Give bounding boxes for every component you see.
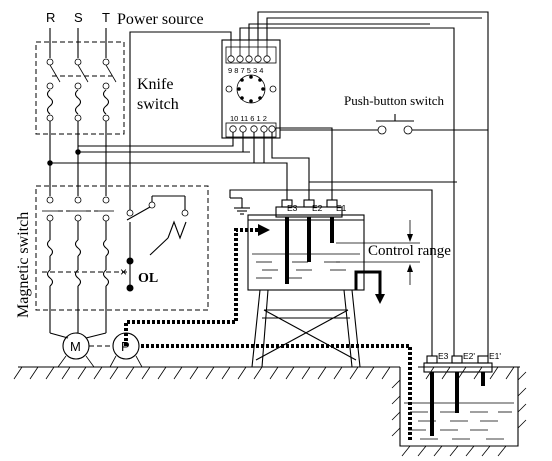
pit-e3-label: E3 <box>438 351 449 361</box>
push-button-switch[interactable]: Push-button switch <box>344 93 445 135</box>
ol-contact-top <box>126 257 134 265</box>
underground-pit <box>391 367 527 457</box>
motor-pump-unit: M P <box>57 332 143 368</box>
pump-label: P <box>121 339 130 354</box>
power-feeder: R S T Power source <box>46 10 204 58</box>
ground-surface <box>13 366 520 380</box>
phase-r-label: R <box>46 10 55 25</box>
control-wiring <box>78 11 489 356</box>
phase-t-label: T <box>102 10 110 25</box>
inlet-arrow-icon <box>258 224 270 236</box>
power-source-label: Power source <box>117 11 204 28</box>
relay-bottom-terminal-numbers: 10 11 6 1 2 <box>230 114 267 123</box>
push-button-label: Push-button switch <box>344 93 445 108</box>
water-pipes <box>124 224 412 440</box>
ol-cross-icon: × <box>120 265 127 279</box>
tank-e1-label: E1 <box>336 203 347 213</box>
ol-contact-bottom <box>126 284 134 292</box>
pit-electrodes <box>423 355 493 436</box>
ground-symbol-icon <box>230 197 250 215</box>
motor-label: M <box>70 339 81 354</box>
tank-water <box>252 253 360 279</box>
discharge-pipe <box>124 228 262 346</box>
relay-body <box>221 39 281 139</box>
feeder-wires <box>47 121 264 196</box>
control-range-label: Control range <box>368 243 451 259</box>
magnetic-switch-label: Magnetic switch <box>15 212 32 318</box>
suction-pipe <box>141 344 412 440</box>
elevated-tank <box>247 199 385 304</box>
phase-s-label: S <box>74 10 83 25</box>
relay-top-terminal-numbers: 9 8 7 5 3 4 <box>228 66 263 75</box>
level-relay: 9 8 7 5 3 4 10 11 6 1 2 <box>221 39 281 139</box>
pit-e1-label: E1' <box>489 351 501 361</box>
tank-e2-label: E2 <box>312 203 323 213</box>
electrode-labels: E3 E2 E1 E3 E2' E1' <box>287 203 501 361</box>
tank-e3-label: E3 <box>287 203 298 213</box>
tank-tower <box>251 289 361 368</box>
magnetic-switch: Magnetic switch × <box>15 163 209 339</box>
outlet-arrow-icon <box>375 294 385 304</box>
control-range-marker: Control range <box>336 220 451 285</box>
overload-label: OL <box>138 271 158 286</box>
knife-switch-label-line1: Knife <box>137 76 173 93</box>
pit-e2-label: E2' <box>463 351 475 361</box>
pump-icon <box>112 332 140 360</box>
knife-switch-label-line2: switch <box>137 96 179 113</box>
knife-switch: Knife switch <box>35 41 179 135</box>
